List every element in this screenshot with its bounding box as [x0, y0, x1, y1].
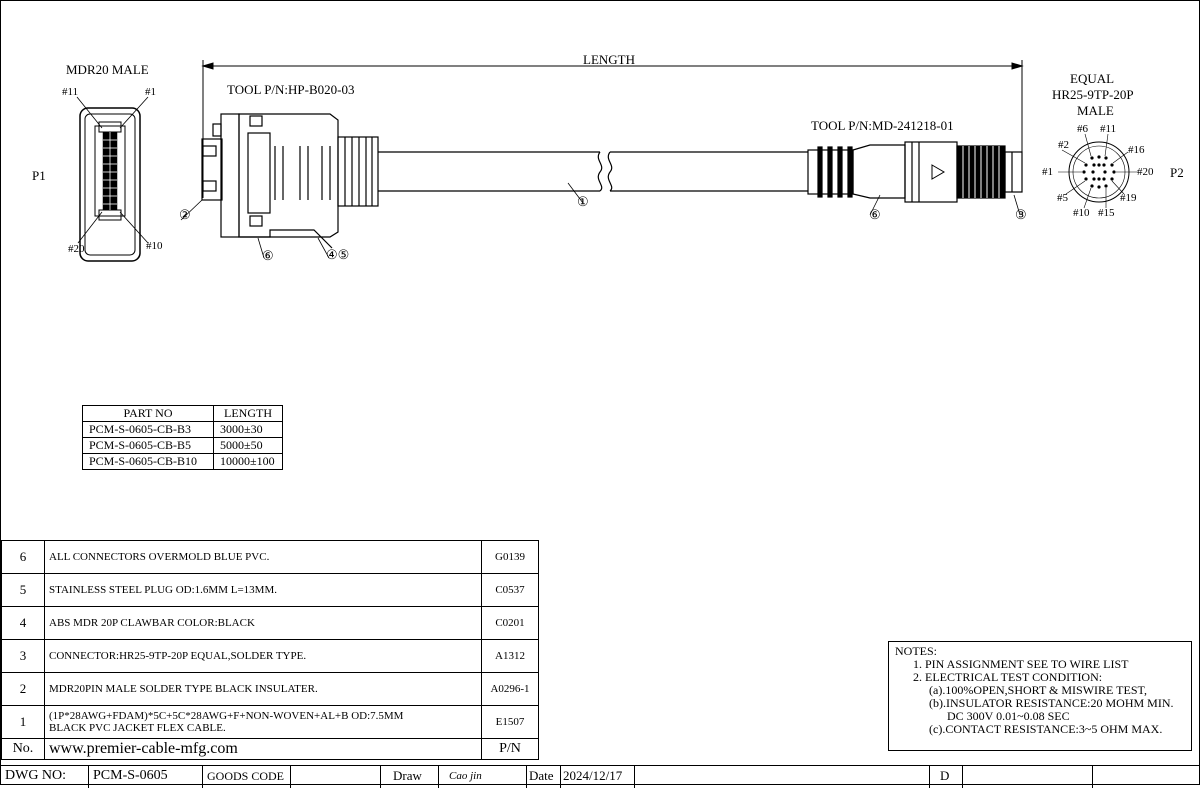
- bom-no: 6: [1, 540, 45, 574]
- part-no-header: PART NO: [82, 405, 214, 422]
- bom-row: 6 ALL CONNECTORS OVERMOLD BLUE PVC. G013…: [1, 540, 539, 574]
- callout-6-left: ⑥: [262, 248, 274, 263]
- round-pin-6: #6: [1077, 123, 1088, 135]
- length-cell: 10000±100: [213, 453, 283, 470]
- note-line: (a).100%OPEN,SHORT & MISWIRE TEST,: [929, 683, 1147, 697]
- bom-pn-header: P/N: [481, 738, 539, 760]
- bom-row: 4 ABS MDR 20P CLAWBAR COLOR:BLACK C0201: [1, 606, 539, 640]
- note-line: (c).CONTACT RESISTANCE:3~5 OHM MAX.: [929, 722, 1163, 736]
- pin1-left-label: #1: [145, 86, 156, 98]
- length-cell: 5000±50: [213, 437, 283, 454]
- drawer-signature: Cao jin: [439, 766, 527, 788]
- date-value: 2024/12/17: [561, 766, 635, 788]
- round-pin-19: #19: [1120, 192, 1137, 204]
- mdr20-front-view: [76, 96, 149, 262]
- callout-6-right: ⑥: [869, 207, 881, 222]
- callout-4-5: ④⑤: [326, 247, 350, 262]
- bom-no: 4: [1, 606, 45, 640]
- note-line: (b).INSULATOR RESISTANCE:20 MOHM MIN.: [929, 696, 1174, 710]
- bom-desc: MDR20PIN MALE SOLDER TYPE BLACK INSULATE…: [44, 672, 482, 706]
- part-no-cell: PCM-S-0605-CB-B3: [82, 421, 214, 438]
- pin20-left-label: #20: [68, 243, 85, 255]
- company-website: www.premier-cable-mfg.com: [44, 738, 482, 760]
- bom-row: 2 MDR20PIN MALE SOLDER TYPE BLACK INSULA…: [1, 672, 539, 706]
- table-row: PCM-S-0605-CB-B3 3000±30: [82, 421, 283, 438]
- male-label: MALE: [1077, 103, 1114, 118]
- mdr20-male-label: MDR20 MALE: [66, 62, 149, 77]
- bom-table: 6 ALL CONNECTORS OVERMOLD BLUE PVC. G013…: [1, 540, 539, 760]
- bom-desc-line1: (1P*28AWG+FDAM)*5C+5C*28AWG+F+NON-WOVEN+…: [49, 710, 404, 722]
- round-pin-16: #16: [1128, 144, 1145, 156]
- bom-footer-row: No. www.premier-cable-mfg.com P/N: [1, 738, 539, 760]
- tool-right-label: TOOL P/N:MD-241218-01: [811, 118, 954, 133]
- note-line: 1. PIN ASSIGNMENT SEE TO WIRE LIST: [913, 657, 1129, 671]
- bom-desc-line2: BLACK PVC JACKET FLEX CABLE.: [49, 722, 226, 734]
- bom-desc: STAINLESS STEEL PLUG OD:1.6MM L=13MM.: [44, 573, 482, 607]
- bom-pn: G0139: [481, 540, 539, 574]
- bom-no: 1: [1, 705, 45, 739]
- bom-desc: ABS MDR 20P CLAWBAR COLOR:BLACK: [44, 606, 482, 640]
- goods-code-label: GOODS CODE: [203, 766, 291, 788]
- round-pin-15: #15: [1098, 207, 1115, 219]
- title-block: DWG NO: PCM-S-0605 GOODS CODE Draw Cao j…: [1, 765, 1199, 788]
- callout-3: ③: [1015, 207, 1027, 222]
- callout-leaders: [180, 182, 1021, 259]
- equal-label: EQUAL: [1070, 71, 1115, 86]
- pin11-left-label: #11: [62, 86, 79, 98]
- round-pin-11: #11: [1100, 123, 1117, 135]
- callout-2: ②: [179, 207, 191, 222]
- p1-label: P1: [32, 168, 46, 183]
- bom-no: 3: [1, 639, 45, 673]
- bom-no-header: No.: [1, 738, 45, 760]
- bom-desc: ALL CONNECTORS OVERMOLD BLUE PVC.: [44, 540, 482, 574]
- goods-code-value: [291, 766, 381, 788]
- length-dimension: [201, 60, 1024, 198]
- round-pin-10: #10: [1073, 207, 1090, 219]
- round-pin-2: #2: [1058, 139, 1069, 151]
- length-header: LENGTH: [213, 405, 283, 422]
- part-no-cell: PCM-S-0605-CB-B5: [82, 437, 214, 454]
- bom-no: 5: [1, 573, 45, 607]
- bom-pn: A0296-1: [481, 672, 539, 706]
- tool-left-label: TOOL P/N:HP-B020-03: [227, 82, 355, 97]
- date-label: Date: [527, 766, 561, 788]
- callout-1: ①: [577, 194, 589, 209]
- round-pin-5: #5: [1057, 192, 1068, 204]
- dwg-no-value: PCM-S-0605: [89, 766, 203, 788]
- bom-pn: A1312: [481, 639, 539, 673]
- parts-length-table: PART NO LENGTH PCM-S-0605-CB-B3 3000±30 …: [82, 405, 283, 470]
- rev-label: D: [929, 766, 963, 788]
- length-cell: 3000±30: [213, 421, 283, 438]
- rev-cell: [963, 766, 1093, 788]
- bom-row: 5 STAINLESS STEEL PLUG OD:1.6MM L=13MM. …: [1, 573, 539, 607]
- hr25-face-view: [1058, 133, 1138, 209]
- note-line: 2. ELECTRICAL TEST CONDITION:: [913, 670, 1103, 684]
- mdr20-side-view: [201, 113, 808, 249]
- bom-row: 3 CONNECTOR:HR25-9TP-20P EQUAL,SOLDER TY…: [1, 639, 539, 673]
- dwg-no-label: DWG NO:: [1, 766, 89, 788]
- notes-box: NOTES: 1. PIN ASSIGNMENT SEE TO WIRE LIS…: [888, 641, 1192, 751]
- bom-desc: CONNECTOR:HR25-9TP-20P EQUAL,SOLDER TYPE…: [44, 639, 482, 673]
- table-row: PCM-S-0605-CB-B10 10000±100: [82, 453, 283, 470]
- hr25-side-view: [807, 141, 1023, 203]
- note-line: DC 300V 0.01~0.08 SEC: [947, 709, 1070, 723]
- bom-pn: C0537: [481, 573, 539, 607]
- length-label: LENGTH: [583, 52, 635, 67]
- round-pin-1: #1: [1042, 166, 1053, 178]
- p2-label: P2: [1170, 165, 1184, 180]
- table-header-row: PART NO LENGTH: [82, 405, 283, 422]
- notes-title: NOTES:: [895, 644, 937, 658]
- bom-no: 2: [1, 672, 45, 706]
- part-no-cell: PCM-S-0605-CB-B10: [82, 453, 214, 470]
- bom-row: 1 (1P*28AWG+FDAM)*5C+5C*28AWG+F+NON-WOVE…: [1, 705, 539, 739]
- round-pin-20: #20: [1137, 166, 1154, 178]
- table-row: PCM-S-0605-CB-B5 5000±50: [82, 437, 283, 454]
- hr25-model-label: HR25-9TP-20P: [1052, 87, 1134, 102]
- bom-pn: E1507: [481, 705, 539, 739]
- bom-desc-multiline: (1P*28AWG+FDAM)*5C+5C*28AWG+F+NON-WOVEN+…: [44, 705, 482, 739]
- draw-label: Draw: [381, 766, 439, 788]
- pin10-left-label: #10: [146, 240, 163, 252]
- bom-pn: C0201: [481, 606, 539, 640]
